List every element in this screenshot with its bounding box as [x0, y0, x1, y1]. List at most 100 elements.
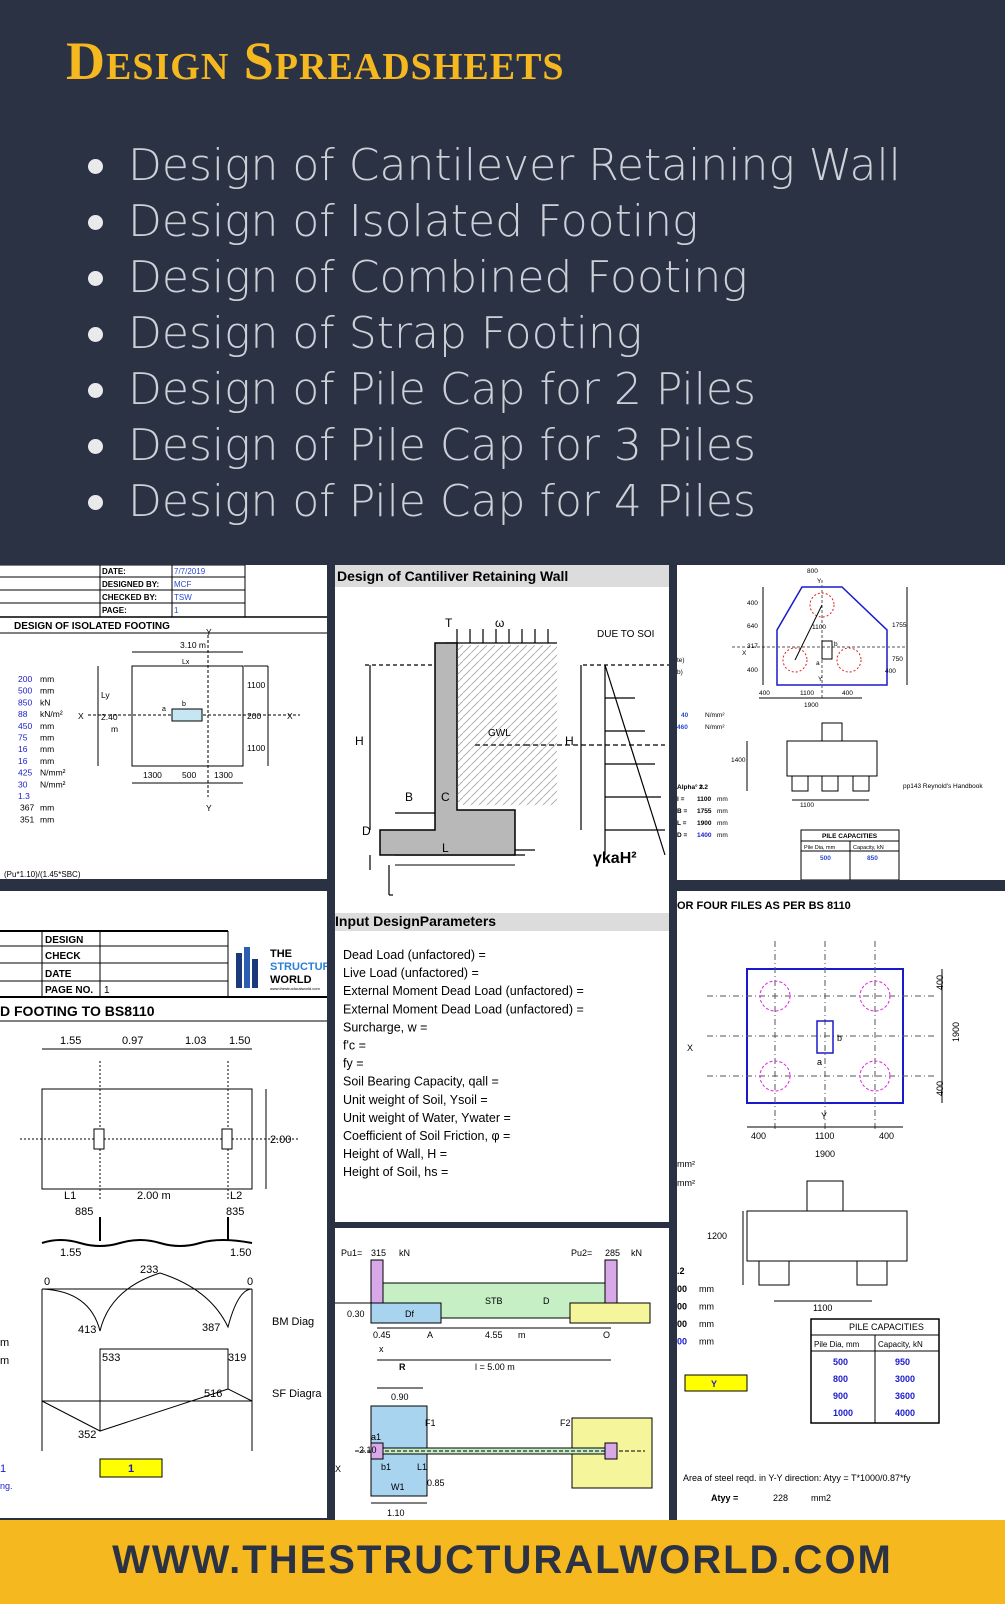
sf-3: 516: [204, 1388, 222, 1400]
list-item-label: Design of Strap Footing: [128, 308, 643, 359]
dim-label: D =: [677, 832, 688, 839]
pile-capacity: 3000: [895, 1374, 915, 1384]
pc-title: PILE CAPACITIES: [849, 1322, 924, 1332]
dim-value: 00: [677, 1337, 687, 1347]
f2-label: F2: [560, 1418, 571, 1428]
c-label: C: [441, 790, 450, 804]
left-dim-1: 400: [747, 600, 758, 607]
dim-unit: mm: [699, 1337, 714, 1347]
fy1: 40: [681, 712, 689, 719]
params-heading: Input DesignParameters: [335, 913, 496, 929]
param-label: f'c =: [343, 1039, 366, 1053]
input-unit: mm: [40, 744, 54, 754]
list-item-label: Design of Pile Cap for 4 Piles: [128, 476, 756, 527]
param-label: Unit weight of Soil, Ysoil =: [343, 1093, 488, 1107]
right-dim-3: 1100: [247, 743, 266, 753]
website-url[interactable]: WWW.THESTRUCTURALWORLD.COM: [112, 1538, 893, 1582]
list-item: Design of Strap Footing: [88, 306, 901, 362]
input-value: 351: [20, 814, 34, 824]
dim-value: 00: [677, 1302, 687, 1312]
y-box: Y: [711, 1379, 717, 1389]
o-label: O: [603, 1330, 610, 1340]
input-value: 16: [18, 744, 28, 754]
a-label: A: [427, 1330, 433, 1340]
bm-zero-right: 0: [247, 1276, 253, 1288]
sf-2: 319: [228, 1352, 246, 1364]
right-dim-1: 1100: [247, 680, 266, 690]
dim-unit: mm: [699, 1302, 714, 1312]
checked-value: TSW: [174, 593, 192, 602]
width-dim: 3.10 m: [180, 640, 206, 650]
span-label: 2.00 m: [137, 1190, 171, 1202]
p1-label: 885: [75, 1206, 93, 1218]
pile-cap-4-sheet: OR FOUR FILES AS PER BS 8110 a b X Y 400…: [677, 891, 1005, 1520]
list-item: Design of Isolated Footing: [88, 194, 901, 250]
dim-unit: mm: [717, 808, 728, 815]
pu1-label: Pu1=: [341, 1248, 362, 1258]
alpha-label: Alpha° =: [677, 783, 703, 791]
handbook-ref: pp143 Reynold's Handbook: [903, 783, 983, 790]
input-unit: mm: [40, 803, 54, 813]
param-label: Dead Load (unfactored) =: [343, 948, 486, 962]
pile-cap-4-drawing: OR FOUR FILES AS PER BS 8110 a b X Y 400…: [677, 900, 961, 1503]
mid-dim: 1100: [812, 624, 826, 631]
pile-capacity: 950: [895, 1357, 910, 1367]
logo-the: THE: [270, 948, 292, 960]
gwl-label: GWL: [488, 728, 511, 739]
unit-note-2: mm²: [677, 1178, 695, 1188]
lx-label: Lx: [182, 659, 190, 666]
list-item-label: Design of Cantilever Retaining Wall: [128, 140, 901, 191]
combined-footing-sheet: DESIGN CHECK DATE PAGE NO. 1 THE STRUCTU…: [0, 891, 327, 1518]
input-unit: kN: [40, 697, 50, 707]
dim-unit: mm: [717, 796, 728, 803]
bullet-icon: [88, 383, 103, 398]
left-dim-3: 317: [747, 643, 758, 650]
isolated-footing-sheet: DATE: 7/7/2019 DESIGNED BY: MCF CHECKED …: [0, 565, 327, 879]
w1-label: W1: [391, 1482, 405, 1492]
checked-label: CHECKED BY:: [102, 593, 157, 602]
p2-label: 835: [226, 1206, 244, 1218]
bm-zero-left: 0: [44, 1276, 50, 1288]
list-item: Design of Pile Cap for 4 Piles: [88, 474, 901, 530]
height-dim: 2.00: [270, 1134, 291, 1146]
bottom-dim-2: 1100: [800, 690, 814, 697]
alpha-value: .2: [677, 1266, 685, 1276]
input-unit: mm: [40, 814, 54, 824]
x-label: X: [742, 650, 747, 657]
y-label: Y: [817, 578, 822, 585]
bm-diagram-label: BM Diag: [272, 1316, 314, 1328]
b-label: b: [837, 1033, 842, 1043]
b-label: b: [182, 701, 186, 708]
fy2-unit: N/mm²: [705, 724, 725, 731]
pc-h1: Pile Dia, mm: [814, 1340, 860, 1349]
input-unit: N/mm²: [40, 768, 66, 778]
bullet-icon: [88, 159, 103, 174]
input-value: 30: [18, 779, 28, 789]
dim-unit: mm: [717, 820, 728, 827]
right-dim-1: 1755: [892, 622, 907, 629]
elev-height: 1200: [707, 1231, 727, 1241]
ly-label: Ly: [101, 690, 110, 700]
right-dim-2: 750: [892, 656, 903, 663]
param-label: Coefficient of Soil Friction, φ =: [343, 1129, 510, 1143]
list-item-label: Design of Pile Cap for 3 Piles: [128, 420, 756, 471]
dim-value: 1755: [697, 808, 712, 815]
top-dim: 800: [807, 568, 818, 575]
bullet-icon: [88, 271, 103, 286]
sheet-heading: D FOOTING TO BS8110: [0, 1003, 155, 1019]
l1-label: L1: [64, 1190, 76, 1202]
result-box: 1: [128, 1463, 134, 1475]
strap-footing-sheet: Pu1= 315 kN Pu2= 285 kN STB D Df 0.30 0.…: [335, 1228, 669, 1520]
height-label: 2.10: [359, 1445, 377, 1455]
m-label: m: [111, 724, 118, 734]
h-label: H: [355, 734, 364, 748]
param-label: External Moment Dead Load (unfactored) =: [343, 984, 584, 998]
right-dim-total: 1900: [951, 1022, 961, 1042]
header-banner: Design Spreadsheets Design of Cantilever…: [0, 0, 1005, 565]
pc-h1: Pile Dia, mm: [804, 845, 836, 851]
left-dim-4: 400: [747, 667, 758, 674]
retaining-wall-sheet: Design of Cantiliver Retaining Wall: [335, 565, 669, 1222]
a1-label: a1: [371, 1432, 381, 1442]
y-label: Y: [206, 627, 212, 637]
bm-right: 387: [202, 1322, 220, 1334]
